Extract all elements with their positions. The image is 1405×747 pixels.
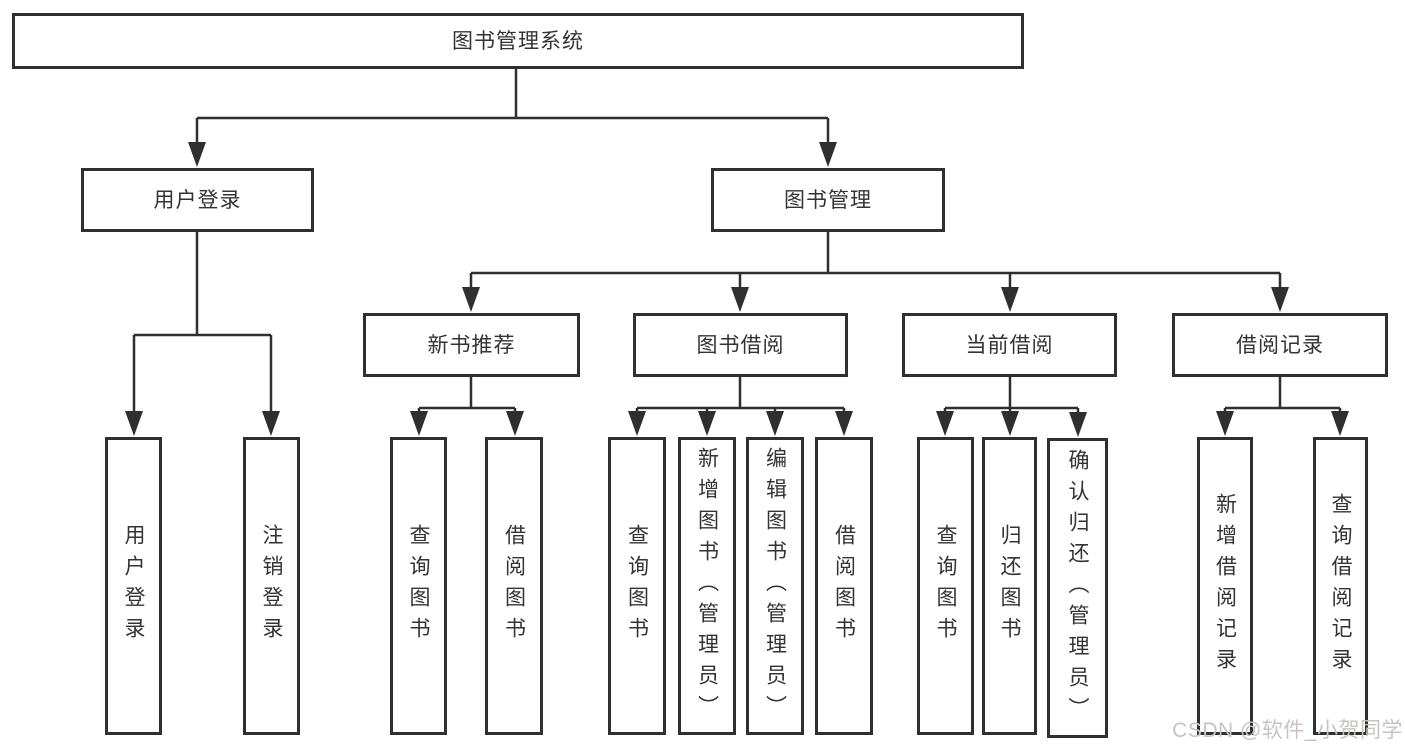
node-new-book-recommend: 新书推荐 <box>363 313 580 377</box>
leaf-records-add-borrow-record: 新增借阅记录 <box>1197 437 1253 735</box>
leaf-current-query-books: 查询图书 <box>917 437 974 735</box>
leaf-recommend-query-books: 查询图书 <box>390 437 447 735</box>
tree-edges <box>132 69 1342 414</box>
node-book-borrowing: 图书借阅 <box>633 313 848 377</box>
node-root: 图书管理系统 <box>12 13 1024 69</box>
node-current-borrowing: 当前借阅 <box>902 313 1117 377</box>
leaf-logout-login: 注销登录 <box>243 437 300 735</box>
leaf-borrowing-borrow-books: 借阅图书 <box>815 437 873 735</box>
node-user-login: 用户登录 <box>81 168 314 232</box>
arrowheads <box>125 142 1349 437</box>
leaf-recommend-borrow-books: 借阅图书 <box>485 437 543 735</box>
leaf-records-query-borrow-record: 查询借阅记录 <box>1313 437 1368 735</box>
leaf-borrowing-edit-books-admin: 编辑图书（管理员） <box>746 437 804 735</box>
leaf-borrowing-query-books: 查询图书 <box>608 437 666 735</box>
leaf-borrowing-add-books-admin: 新增图书（管理员） <box>678 437 736 735</box>
node-borrow-records: 借阅记录 <box>1172 313 1388 377</box>
leaf-current-return-books: 归还图书 <box>982 437 1037 735</box>
leaf-current-confirm-return-admin: 确认归还（管理员） <box>1047 438 1108 738</box>
leaf-user-login: 用户登录 <box>105 437 162 735</box>
node-book-management: 图书管理 <box>711 168 945 232</box>
watermark: CSDN @软件_小贺同学 <box>1172 719 1403 742</box>
